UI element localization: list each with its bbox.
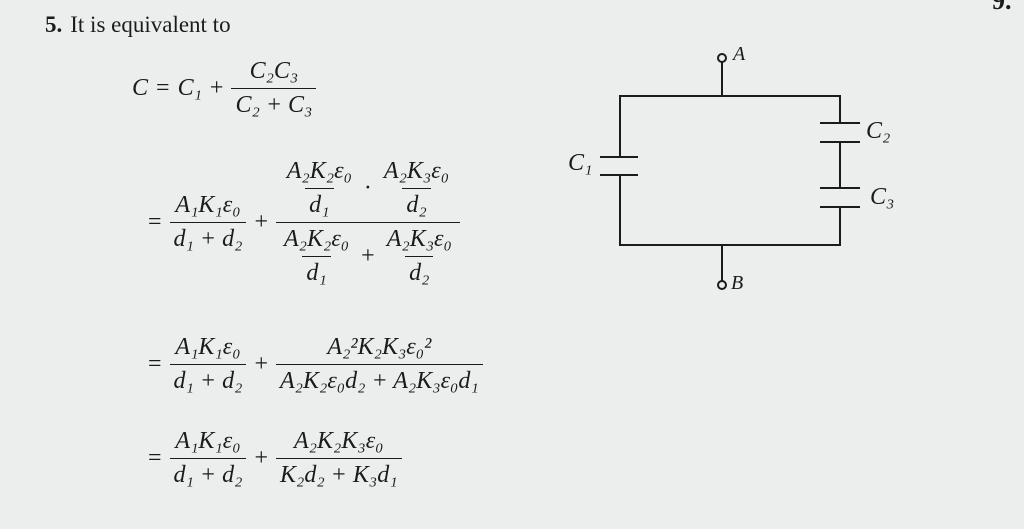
term: C₁ bbox=[177, 75, 202, 101]
equation-line-4: = A₁K₁ε₀ d₁ + d₂ + A₂K₂K₃ε₀ K₂d₂ + K₃d₁ bbox=[140, 428, 402, 489]
equation-line-3: = A₁K₁ε₀ d₁ + d₂ + A₂²K₂K₃ε₀² A₂K₂ε₀d₂ + A… bbox=[140, 334, 483, 395]
denominator: d₂ bbox=[405, 256, 434, 287]
fraction: A₂K₂ε₀ d₁ bbox=[283, 158, 356, 219]
compound-denominator: A₂K₂ε₀ d₁ + A₂K₃ε₀ d₂ bbox=[275, 222, 460, 287]
c3-label: C₃ bbox=[870, 184, 895, 210]
problem-heading: 5. It is equivalent to bbox=[45, 12, 231, 38]
denominator: A₂K₂ε₀d₂ + A₂K₃ε₀d₁ bbox=[275, 364, 483, 395]
fraction: A₂K₂K₃ε₀ K₂d₂ + K₃d₁ bbox=[275, 428, 402, 489]
problem-number: 5. bbox=[45, 12, 63, 37]
compound-fraction: A₂K₂ε₀ d₁ · A₂K₃ε₀ d₂ A₂K₂ε₀ d₁ + A₂K₃ε₀ d₂ bbox=[275, 158, 460, 287]
numerator: C₂C₃ bbox=[249, 58, 299, 84]
terminal-a-node bbox=[717, 53, 727, 63]
terminal-b-node bbox=[717, 280, 727, 290]
fraction: A₂K₃ε₀ d₂ bbox=[380, 158, 453, 219]
equals: = bbox=[156, 75, 170, 101]
plus: + bbox=[254, 445, 268, 471]
fraction: A₁K₁ε₀ d₁ + d₂ bbox=[169, 334, 247, 395]
fraction: A₁K₁ε₀ d₁ + d₂ bbox=[169, 428, 247, 489]
fraction: A₂K₃ε₀ d₂ bbox=[383, 226, 456, 287]
terminal-a-label: A bbox=[733, 43, 746, 65]
equation-line-1: C = C₁ + C₂C₃ C₂ + C₃ bbox=[132, 58, 317, 119]
c1-label: C₁ bbox=[568, 150, 593, 176]
denominator: K₂d₂ + K₃d₁ bbox=[275, 458, 402, 489]
equals: = bbox=[148, 351, 162, 377]
denominator: C₂ + C₃ bbox=[231, 88, 317, 119]
denominator: d₂ bbox=[402, 188, 431, 219]
numerator: A₁K₁ε₀ bbox=[175, 428, 241, 454]
numerator: A₁K₁ε₀ bbox=[175, 334, 241, 360]
equals: = bbox=[148, 445, 162, 471]
equation-line-2: = A₁K₁ε₀ d₁ + d₂ + A₂K₂ε₀ d₁ · A₂K₃ε₀ d₂ A₂… bbox=[140, 158, 460, 287]
plus: + bbox=[209, 75, 224, 101]
terminal-b-label: B bbox=[731, 272, 744, 294]
plus: + bbox=[254, 209, 268, 235]
numerator: A₂K₂ε₀ bbox=[286, 158, 352, 184]
denominator: d₁ bbox=[302, 256, 331, 287]
denominator: d₁ + d₂ bbox=[169, 364, 247, 395]
denominator: d₁ + d₂ bbox=[169, 458, 247, 489]
page-number-partial: 9. bbox=[992, 0, 1012, 15]
plus: + bbox=[361, 243, 375, 269]
compound-numerator: A₂K₂ε₀ d₁ · A₂K₃ε₀ d₂ bbox=[279, 158, 457, 222]
numerator: A₂²K₂K₃ε₀² bbox=[327, 334, 432, 360]
numerator: A₁K₁ε₀ bbox=[175, 192, 241, 218]
denominator: d₁ + d₂ bbox=[169, 222, 247, 253]
lhs: C bbox=[132, 75, 149, 101]
fraction: C₂C₃ C₂ + C₃ bbox=[231, 58, 317, 119]
fraction: A₂K₂ε₀ d₁ bbox=[280, 226, 353, 287]
numerator: A₂K₂K₃ε₀ bbox=[294, 428, 384, 454]
plus: + bbox=[254, 351, 268, 377]
denominator: d₁ bbox=[305, 188, 334, 219]
c2-label: C₂ bbox=[866, 118, 891, 144]
numerator: A₂K₂ε₀ bbox=[283, 226, 350, 252]
problem-text: It is equivalent to bbox=[70, 12, 231, 37]
numerator: A₂K₃ε₀ bbox=[386, 226, 452, 252]
equals: = bbox=[148, 209, 162, 235]
fraction: A₁K₁ε₀ d₁ + d₂ bbox=[169, 192, 247, 253]
dot: · bbox=[363, 175, 372, 201]
fraction: A₂²K₂K₃ε₀² A₂K₂ε₀d₂ + A₂K₃ε₀d₁ bbox=[275, 334, 483, 395]
numerator: A₂K₃ε₀ bbox=[383, 158, 450, 184]
